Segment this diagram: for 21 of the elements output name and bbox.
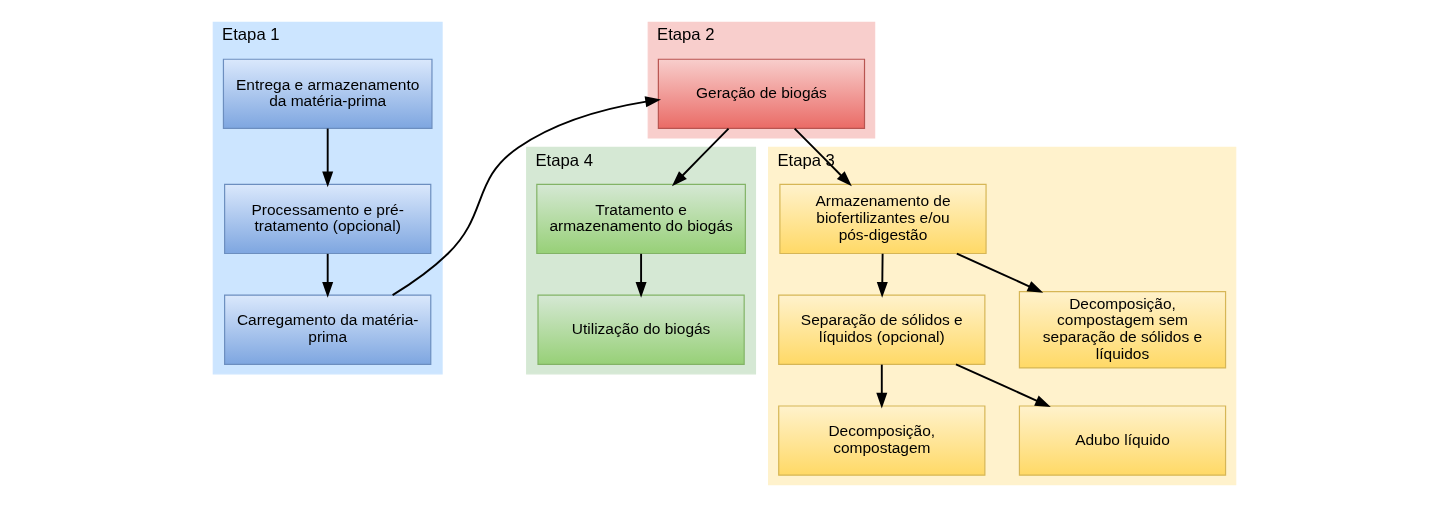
node-box: Utilização do biogás bbox=[536, 294, 745, 365]
arrow bbox=[876, 252, 888, 298]
node-box: Decomposição, compostagem bbox=[777, 405, 985, 476]
arrow bbox=[955, 252, 1043, 293]
node-box: Armazenamento de biofertilizantes e/ou pós-digestão bbox=[778, 183, 987, 255]
arrow bbox=[321, 127, 333, 188]
arrow bbox=[635, 252, 647, 298]
arrow bbox=[391, 96, 661, 296]
node-box: Adubo líquido bbox=[1018, 405, 1226, 476]
node-box: Geração de biogás bbox=[657, 58, 865, 129]
node-box: Entrega e armazenamento da matéria-prima bbox=[222, 58, 433, 129]
arrow bbox=[671, 127, 729, 187]
arrow bbox=[954, 363, 1051, 408]
arrow bbox=[793, 127, 852, 187]
node-box: Processamento e pré-tratamento (opcional) bbox=[223, 183, 431, 255]
node-box: Separação de sólidos e líquidos (opcional) bbox=[777, 294, 985, 365]
arrow bbox=[321, 252, 333, 298]
node-box: Carregamento da matéria-prima bbox=[223, 294, 431, 365]
arrow bbox=[875, 363, 887, 409]
node-box: Tratamento e armazenamento do biogás bbox=[535, 183, 746, 255]
node-box: Decomposição, compostagem sem separação de sólidos e líquidos bbox=[1018, 291, 1226, 369]
